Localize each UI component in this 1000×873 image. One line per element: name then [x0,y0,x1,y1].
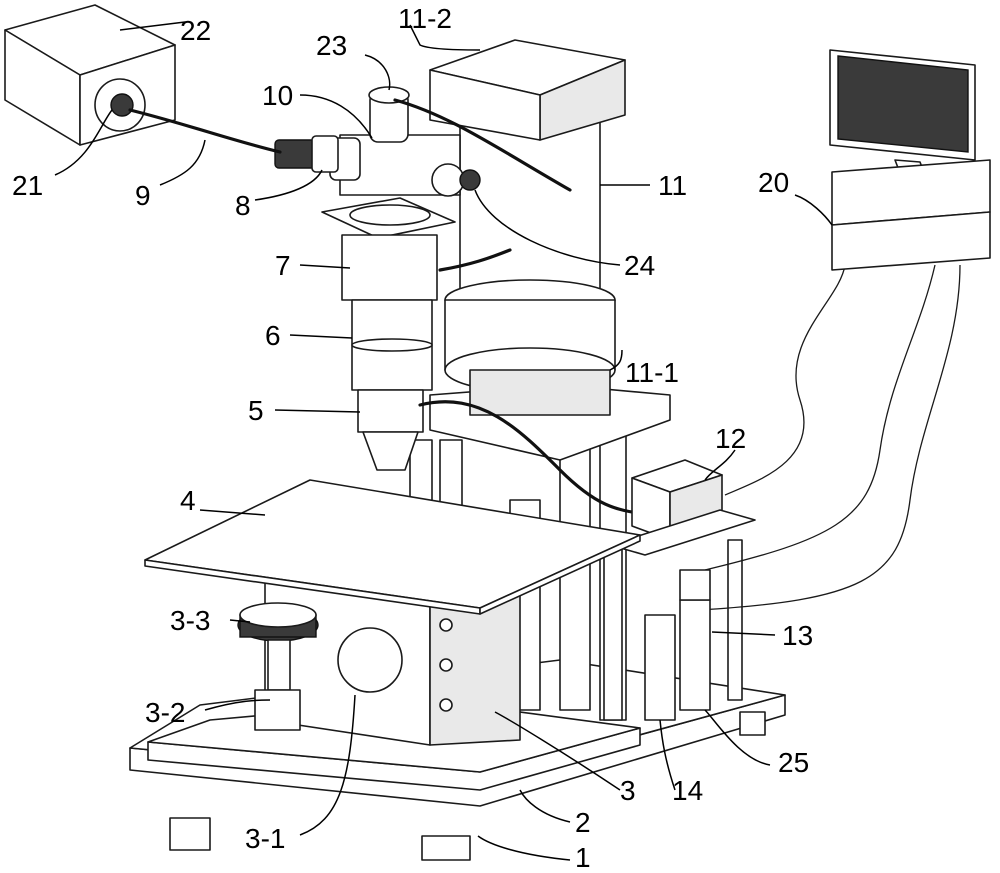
optics-column [321,197,456,471]
label-22: 22 [180,15,211,46]
callout-labels: 22 21 9 8 10 23 11-2 11 24 20 7 6 5 11-1… [12,3,813,873]
label-3-1: 3-1 [245,823,285,854]
stage-plate [144,479,641,615]
label-6: 6 [265,320,281,351]
label-9: 9 [135,180,151,211]
adjust-knob [237,602,319,731]
label-8: 8 [235,190,251,221]
column-housing [429,117,671,461]
label-24: 24 [624,250,655,281]
label-7: 7 [275,250,291,281]
label-2: 2 [575,807,591,838]
motor-block [429,39,626,141]
module-stack [644,569,711,721]
fiber-connector [274,135,339,173]
label-10: 10 [262,80,293,111]
label-12: 12 [715,423,746,454]
label-1: 1 [575,842,591,873]
label-20: 20 [758,167,789,198]
label-5: 5 [248,395,264,426]
label-11-1: 11-1 [625,357,679,388]
label-25: 25 [778,747,809,778]
computer-case [831,159,991,271]
label-13: 13 [782,620,813,651]
label-11: 11 [658,170,687,201]
sensor-box [609,459,756,556]
label-3-3: 3-3 [170,605,210,636]
label-4: 4 [180,485,196,516]
label-3: 3 [620,775,636,806]
leader-lines [54,21,833,861]
label-11-2: 11-2 [398,3,452,34]
label-14: 14 [672,775,703,806]
label-3-2: 3-2 [145,697,185,728]
label-21: 21 [12,170,43,201]
cables [128,98,961,611]
label-23: 23 [316,30,347,61]
